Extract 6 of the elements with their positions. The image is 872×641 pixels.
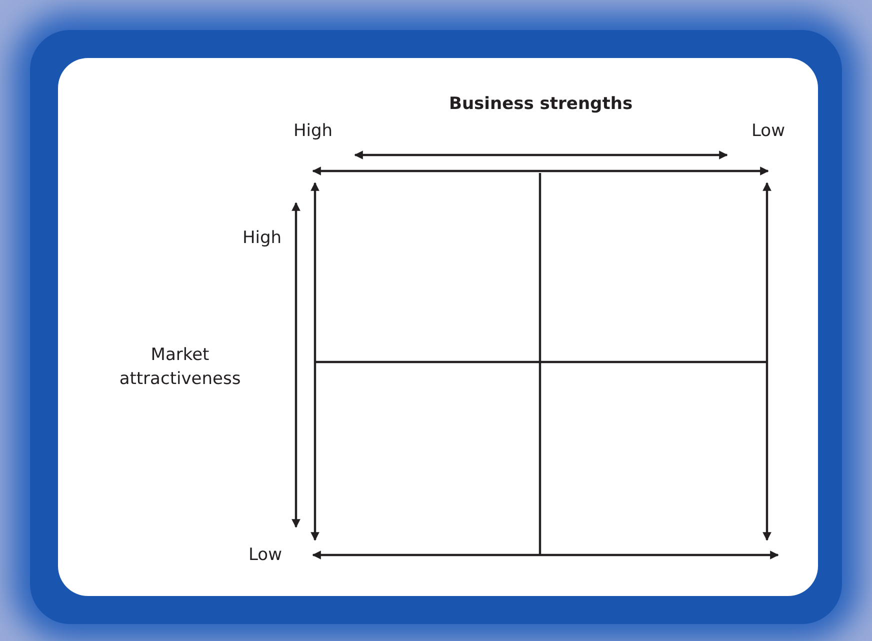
axis-label: High: [294, 121, 333, 141]
axis-label: Low: [248, 545, 282, 565]
axis-label: High: [242, 228, 282, 248]
axis-label: Low: [752, 121, 785, 141]
axis-title: Market attractiveness: [118, 344, 242, 392]
axis-title: Business strengths: [449, 94, 633, 114]
